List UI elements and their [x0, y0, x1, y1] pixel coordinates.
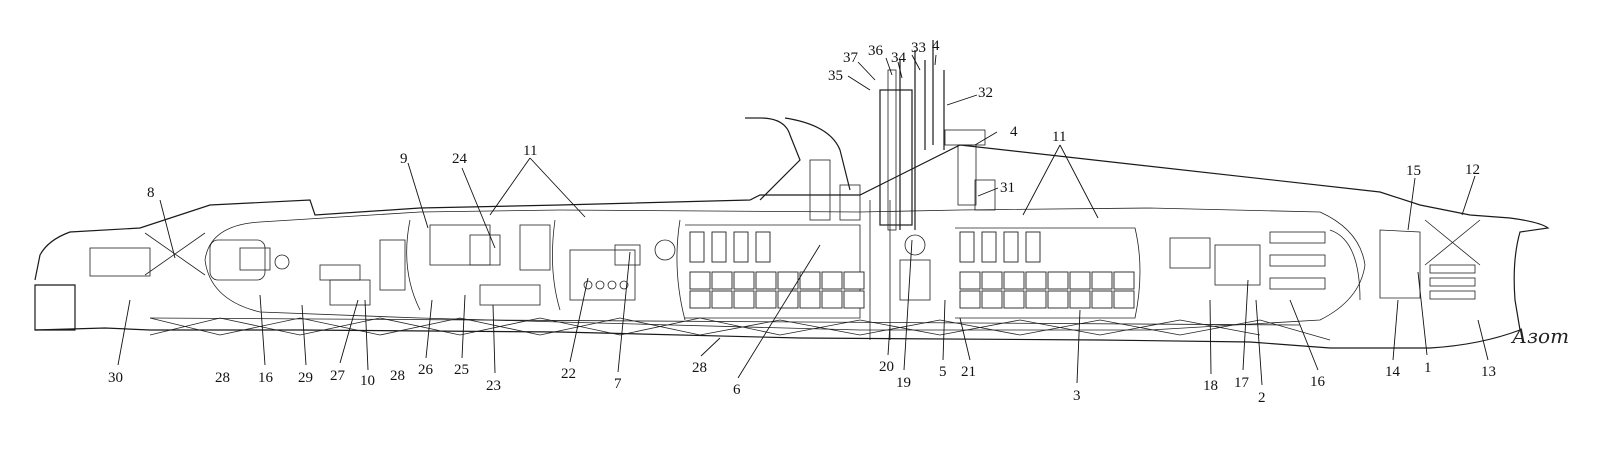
battery-cell: [1047, 271, 1069, 290]
battery-cell: [981, 231, 997, 263]
battery-cell: [1003, 290, 1025, 309]
battery-cell: [1069, 271, 1091, 290]
callout-label: 16: [258, 370, 274, 386]
callout-label: 7: [614, 376, 622, 392]
callout-label: 4: [1010, 124, 1018, 140]
callout-label: 34: [891, 50, 907, 66]
battery-cell: [777, 290, 799, 309]
battery-cell: [1025, 271, 1047, 290]
battery-cell: [1025, 290, 1047, 309]
battery-cell: [981, 290, 1003, 309]
battery-cell: [821, 290, 843, 309]
battery-cell: [959, 271, 981, 290]
callout-label: 32: [978, 85, 993, 101]
battery-cell: [843, 271, 865, 290]
battery-cell: [1047, 290, 1069, 309]
callout-label: 27: [330, 368, 346, 384]
callout-label: 20: [879, 359, 894, 375]
callout-label: 35: [828, 68, 843, 84]
battery-cell: [959, 290, 981, 309]
callout-label: 30: [108, 370, 123, 386]
callout-label: 36: [868, 43, 884, 59]
battery-cell: [711, 271, 733, 290]
hull-outline: [34, 144, 1550, 349]
artist-signature: Азот: [1510, 324, 1569, 348]
callout-label: 28: [390, 368, 405, 384]
callout-label: 2: [1258, 390, 1266, 406]
callout-label: 14: [1385, 364, 1401, 380]
callout-label: 4: [932, 38, 940, 54]
battery-cell: [1113, 290, 1135, 309]
callout-label: 31: [1000, 180, 1015, 196]
battery-cell: [777, 271, 799, 290]
battery-cell: [1113, 271, 1135, 290]
callout-label: 6: [733, 382, 741, 398]
callout-label: 15: [1406, 163, 1421, 179]
battery-cell: [1003, 231, 1019, 263]
callout-label: 3: [1073, 388, 1081, 404]
battery-cell: [689, 290, 711, 309]
callout-label: 21: [961, 364, 976, 380]
callout-label: 1: [1424, 360, 1432, 376]
battery-cell: [755, 290, 777, 309]
battery-cell: [689, 231, 705, 263]
battery-cell: [799, 290, 821, 309]
callout-labels: 8 9 24 11 37 36 34 33 4 35 32 4 11 31 15…: [108, 38, 1496, 406]
callout-label: 28: [215, 370, 230, 386]
callout-label: 24: [452, 151, 468, 167]
callout-label: 17: [1234, 375, 1250, 391]
callout-label: 8: [147, 185, 155, 201]
callout-label: 16: [1310, 374, 1326, 390]
battery-cells: [689, 231, 1135, 309]
callout-label: 9: [400, 151, 408, 167]
battery-cell: [733, 231, 749, 263]
callout-label: 37: [843, 50, 859, 66]
leader-lines: [117, 54, 1489, 386]
battery-cell: [1025, 231, 1041, 263]
callout-label: 18: [1203, 378, 1218, 394]
battery-cell: [959, 231, 975, 263]
callout-label: 26: [418, 362, 434, 378]
callout-label: 5: [939, 364, 947, 380]
internal-compartments: [89, 219, 1481, 321]
battery-cell: [755, 271, 777, 290]
callout-label: 12: [1465, 162, 1480, 178]
battery-cell: [1091, 271, 1113, 290]
battery-cell: [689, 271, 711, 290]
callout-label: 11: [1052, 129, 1066, 145]
battery-cell: [711, 290, 733, 309]
battery-cell: [1003, 271, 1025, 290]
battery-cell: [733, 271, 755, 290]
callout-label: 23: [486, 378, 501, 394]
callout-label: 33: [911, 40, 926, 56]
battery-cell: [711, 231, 727, 263]
battery-cell: [799, 271, 821, 290]
callout-label: 22: [561, 366, 576, 382]
callout-label: 10: [360, 373, 375, 389]
battery-cell: [981, 271, 1003, 290]
callout-label: 19: [896, 375, 911, 391]
battery-cell: [733, 290, 755, 309]
battery-cell: [755, 231, 771, 263]
battery-cell: [1069, 290, 1091, 309]
conning-tower: [745, 40, 996, 340]
battery-cell: [821, 271, 843, 290]
battery-cell: [843, 290, 865, 309]
callout-label: 25: [454, 362, 469, 378]
callout-label: 29: [298, 370, 313, 386]
callout-label: 13: [1481, 364, 1496, 380]
callout-label: 11: [523, 143, 537, 159]
callout-label: 28: [692, 360, 707, 376]
battery-cell: [1091, 290, 1113, 309]
